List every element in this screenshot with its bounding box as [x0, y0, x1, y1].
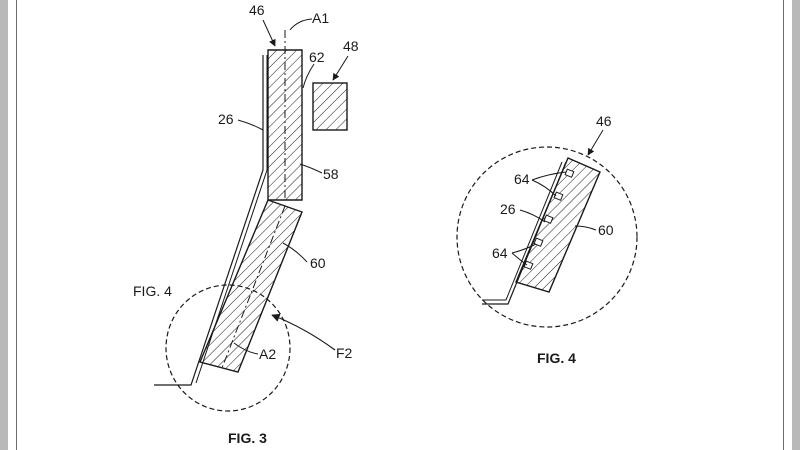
leader-58 — [300, 164, 322, 173]
caption-fig3: FIG. 3 — [228, 430, 267, 446]
leader-a1 — [290, 19, 312, 30]
label-fig4-reference: FIG. 4 — [133, 283, 172, 299]
component-48 — [313, 83, 347, 130]
label-a2: A2 — [259, 346, 276, 362]
leader-48 — [333, 56, 348, 80]
label-46: 46 — [249, 2, 265, 18]
label-26: 26 — [500, 201, 516, 217]
label-26: 26 — [218, 111, 234, 127]
label-a1: A1 — [312, 10, 329, 26]
label-64-top: 64 — [514, 171, 530, 187]
figure-3: 46 A1 62 48 26 58 60 FIG. 4 A2 F2 FIG. 3 — [133, 2, 359, 446]
label-58: 58 — [323, 166, 339, 182]
label-64-bottom: 64 — [492, 245, 508, 261]
leader-60 — [575, 226, 596, 230]
label-f2: F2 — [336, 345, 353, 361]
leader-46 — [588, 130, 603, 155]
leader-26 — [238, 120, 263, 130]
label-60: 60 — [310, 255, 326, 271]
label-62: 62 — [309, 49, 325, 65]
force-arrow-f2 — [272, 315, 335, 350]
label-46: 46 — [596, 113, 612, 129]
leader-46 — [263, 20, 275, 46]
figure-4: 46 64 26 60 64 FIG. 4 — [457, 113, 637, 366]
label-60: 60 — [598, 222, 614, 238]
label-48: 48 — [343, 38, 359, 54]
caption-fig4: FIG. 4 — [537, 350, 576, 366]
